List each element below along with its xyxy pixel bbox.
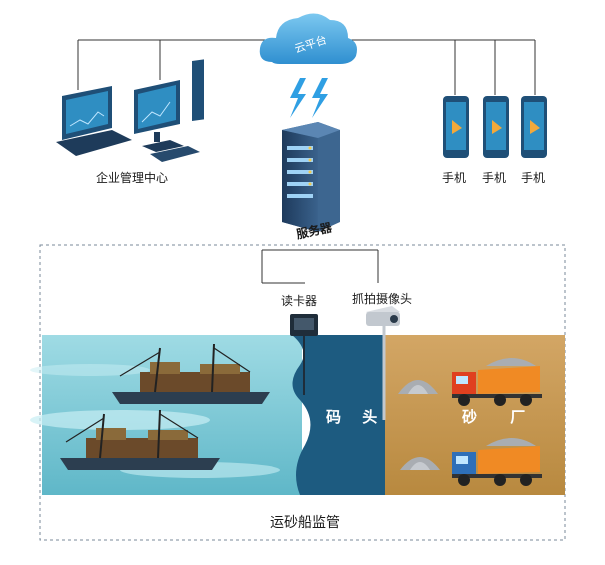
desktop-computer-icon (134, 59, 204, 162)
cloud-icon (259, 13, 357, 65)
server-icon (282, 122, 340, 232)
sand-ship-icon-2 (60, 409, 220, 470)
network-lines (77, 39, 536, 284)
card-reader-icon (290, 314, 318, 395)
sand-pile-icon-1 (398, 380, 438, 394)
sand-plant-label: 砂 厂 (462, 408, 540, 426)
sand-pile-icon-2 (400, 457, 440, 470)
phone-icon-3 (521, 96, 547, 158)
enterprise-label: 企业管理中心 (96, 171, 169, 185)
dock-label: 码 头 (326, 408, 386, 426)
river-water (30, 335, 302, 495)
phone-label-2: 手机 (482, 171, 507, 185)
camera-icon (366, 306, 400, 420)
sand-ship-icon-1 (112, 343, 270, 404)
dump-truck-icon-1 (452, 358, 542, 406)
camera-label: 抓拍摄像头 (352, 292, 413, 306)
lightning-icon (290, 78, 328, 118)
card-reader-label: 读卡器 (281, 294, 318, 308)
phone-label-3: 手机 (521, 171, 546, 185)
phone-icon-1 (443, 96, 469, 158)
dock-area (292, 335, 385, 495)
phone-icon-2 (483, 96, 509, 158)
phone-label-1: 手机 (442, 171, 467, 185)
laptop-icon (56, 86, 132, 156)
dump-truck-icon-2 (452, 438, 542, 486)
system-title: 运砂船监管 (270, 515, 340, 531)
